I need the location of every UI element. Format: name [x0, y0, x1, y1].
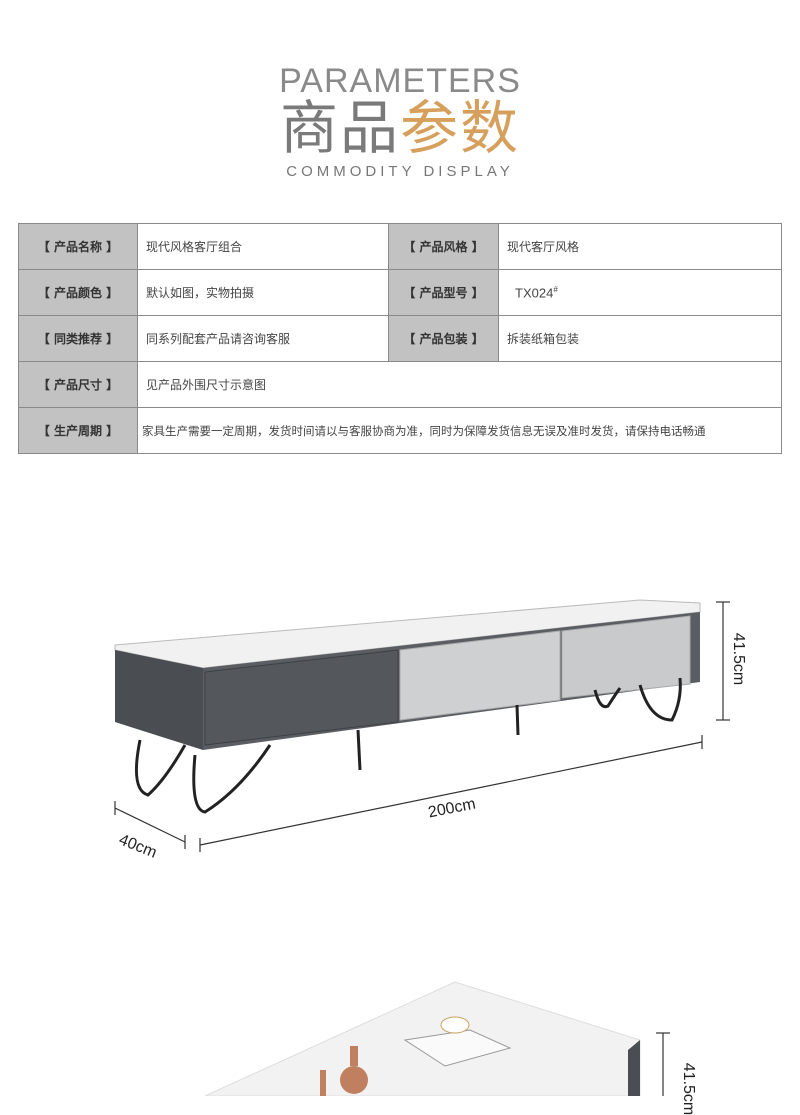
- package-label: 【 产品包装 】: [388, 315, 499, 362]
- recommend-value: 同系列配套产品请咨询客服: [137, 315, 389, 362]
- params-table: 【 产品名称 】 现代风格客厅组合 【 产品风格 】 现代客厅风格 【 产品颜色…: [18, 223, 782, 454]
- height-label: 41.5cm: [730, 632, 748, 686]
- model-value: TX024#: [498, 269, 782, 316]
- style-value: 现代客厅风格: [498, 223, 782, 270]
- size-label: 【 产品尺寸 】: [18, 361, 138, 408]
- magazine-stack-icon: [403, 1016, 512, 1067]
- cycle-value: 家具生产需要一定周期，发货时间请以与客服协商为准，同时为保障发货信息无误及准时发…: [137, 407, 782, 454]
- color-label: 【 产品颜色 】: [18, 269, 138, 316]
- style-label: 【 产品风格 】: [388, 223, 499, 270]
- dimension-lines-2: [656, 1032, 670, 1096]
- drawer-light-1: [399, 630, 561, 721]
- title-en: PARAMETERS: [279, 62, 521, 100]
- drawer-light-2: [561, 615, 691, 699]
- title-cn-part2: 参数: [400, 94, 521, 162]
- model-suffix: #: [553, 284, 558, 294]
- coffee-table-side: [628, 1040, 640, 1096]
- table-row: 【 产品名称 】 现代风格客厅组合 【 产品风格 】 现代客厅风格: [18, 223, 782, 270]
- name-label: 【 产品名称 】: [18, 223, 138, 270]
- table-row: 【 产品尺寸 】 见产品外围尺寸示意图: [18, 361, 782, 408]
- vase-icon: [320, 1046, 368, 1096]
- drawer-dark: [204, 649, 399, 746]
- model-label: 【 产品型号 】: [388, 269, 499, 316]
- height-label-2: 41.5cm: [680, 1062, 698, 1115]
- package-value: 拆装纸箱包装: [498, 315, 782, 362]
- subtitle: COMMODITY DISPLAY: [286, 163, 514, 180]
- table-row: 【 同类推荐 】 同系列配套产品请咨询客服 【 产品包装 】 拆装纸箱包装: [18, 315, 782, 362]
- title-cn-part1: 商品: [279, 94, 400, 162]
- title-cn: 商品参数: [0, 96, 800, 160]
- name-value: 现代风格客厅组合: [137, 223, 389, 270]
- table-row: 【 生产周期 】 家具生产需要一定周期，发货时间请以与客服协商为准，同时为保障发…: [18, 407, 782, 454]
- model-number: TX024: [515, 285, 554, 301]
- dimension-lines: [114, 601, 730, 852]
- tv-stand-legs: [134, 677, 682, 814]
- tv-stand-side: [115, 650, 203, 750]
